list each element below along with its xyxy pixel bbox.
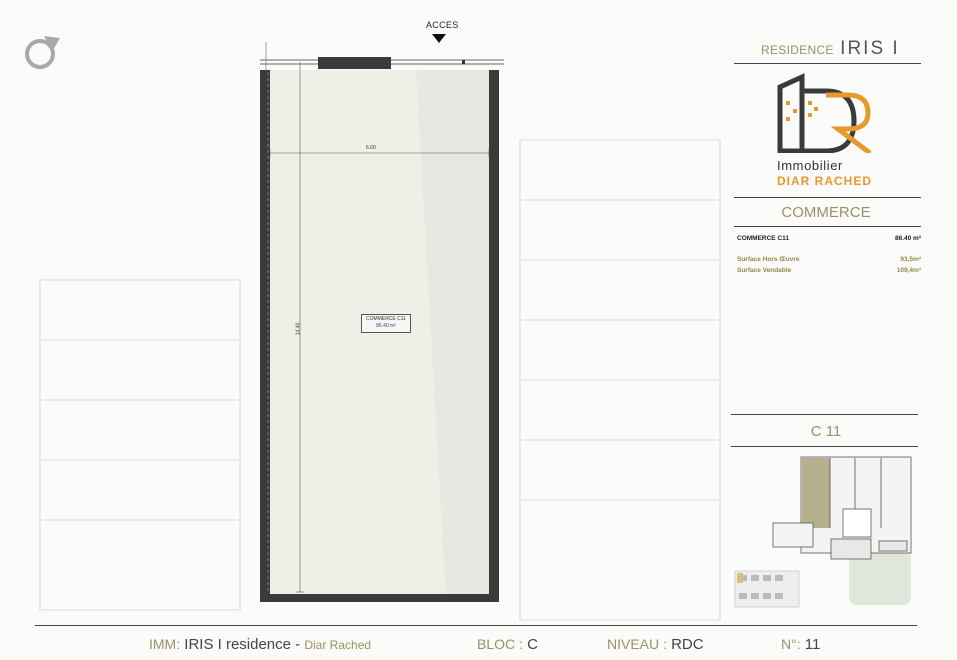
residence-name: IRIS I xyxy=(840,38,900,59)
floor-plan: ACCES 6.00 14.40 COMMERCE C11 86.40 m² xyxy=(256,16,506,606)
vendable-row: Surface Vendable 109,4m² xyxy=(737,267,921,274)
imm-label: IMM: xyxy=(149,636,181,652)
footer-imm: IMM: IRIS I residence - Diar Rached xyxy=(149,636,371,653)
divider xyxy=(731,414,918,415)
length-dimension: 14.40 xyxy=(295,322,302,336)
hors-oeuvre-label: Surface Hors Œuvre xyxy=(737,256,800,263)
divider xyxy=(734,226,921,227)
divider xyxy=(734,197,921,198)
bloc-value: C xyxy=(527,636,538,653)
footer-bloc: BLOC : C xyxy=(477,636,538,653)
access-arrow-icon xyxy=(432,34,446,43)
number-label: N°: xyxy=(781,636,801,652)
footer-divider xyxy=(35,625,917,626)
hors-oeuvre-value: 93,5m² xyxy=(900,256,921,263)
access-label: ACCES xyxy=(426,20,459,30)
room-area: 86.40 m² xyxy=(376,323,396,329)
number-value: 11 xyxy=(804,636,821,653)
niveau-label: NIVEAU : xyxy=(607,636,667,652)
logo-building-icon xyxy=(777,73,872,153)
width-dimension: 6.00 xyxy=(366,145,376,151)
compass-icon xyxy=(25,36,60,69)
footer-niveau: NIVEAU : RDC xyxy=(607,636,704,653)
unit-code: C 11 xyxy=(810,423,842,440)
bloc-label: BLOC : xyxy=(477,636,523,652)
room-name: COMMERCE C11 xyxy=(366,316,406,322)
plan-drawing xyxy=(260,42,504,602)
vendable-label: Surface Vendable xyxy=(737,267,792,274)
unit-area-row: COMMERCE C11 86.40 m² xyxy=(737,235,921,242)
logo-line-1: Immobilier xyxy=(777,158,843,173)
residence-title: RESIDENCE IRIS I xyxy=(761,38,900,60)
logo-line-2: DIAR RACHED xyxy=(777,174,872,188)
unit-area-value: 86.40 m² xyxy=(894,235,921,242)
divider xyxy=(731,446,918,447)
niveau-value: RDC xyxy=(671,636,704,653)
divider xyxy=(734,63,921,64)
imm-value: IRIS I residence - xyxy=(184,636,301,653)
imm-suffix: Diar Rached xyxy=(304,638,372,652)
hors-oeuvre-row: Surface Hors Œuvre 93,5m² xyxy=(737,256,921,263)
footer-number: N°: 11 xyxy=(781,636,820,653)
location-key-plan xyxy=(734,456,912,608)
unit-type-title: COMMERCE xyxy=(781,204,871,221)
vendable-value: 109,4m² xyxy=(896,267,921,274)
residence-prefix: RESIDENCE xyxy=(761,43,834,57)
room-label: COMMERCE C11 86.40 m² xyxy=(361,314,411,333)
unit-area-label: COMMERCE C11 xyxy=(737,235,790,242)
